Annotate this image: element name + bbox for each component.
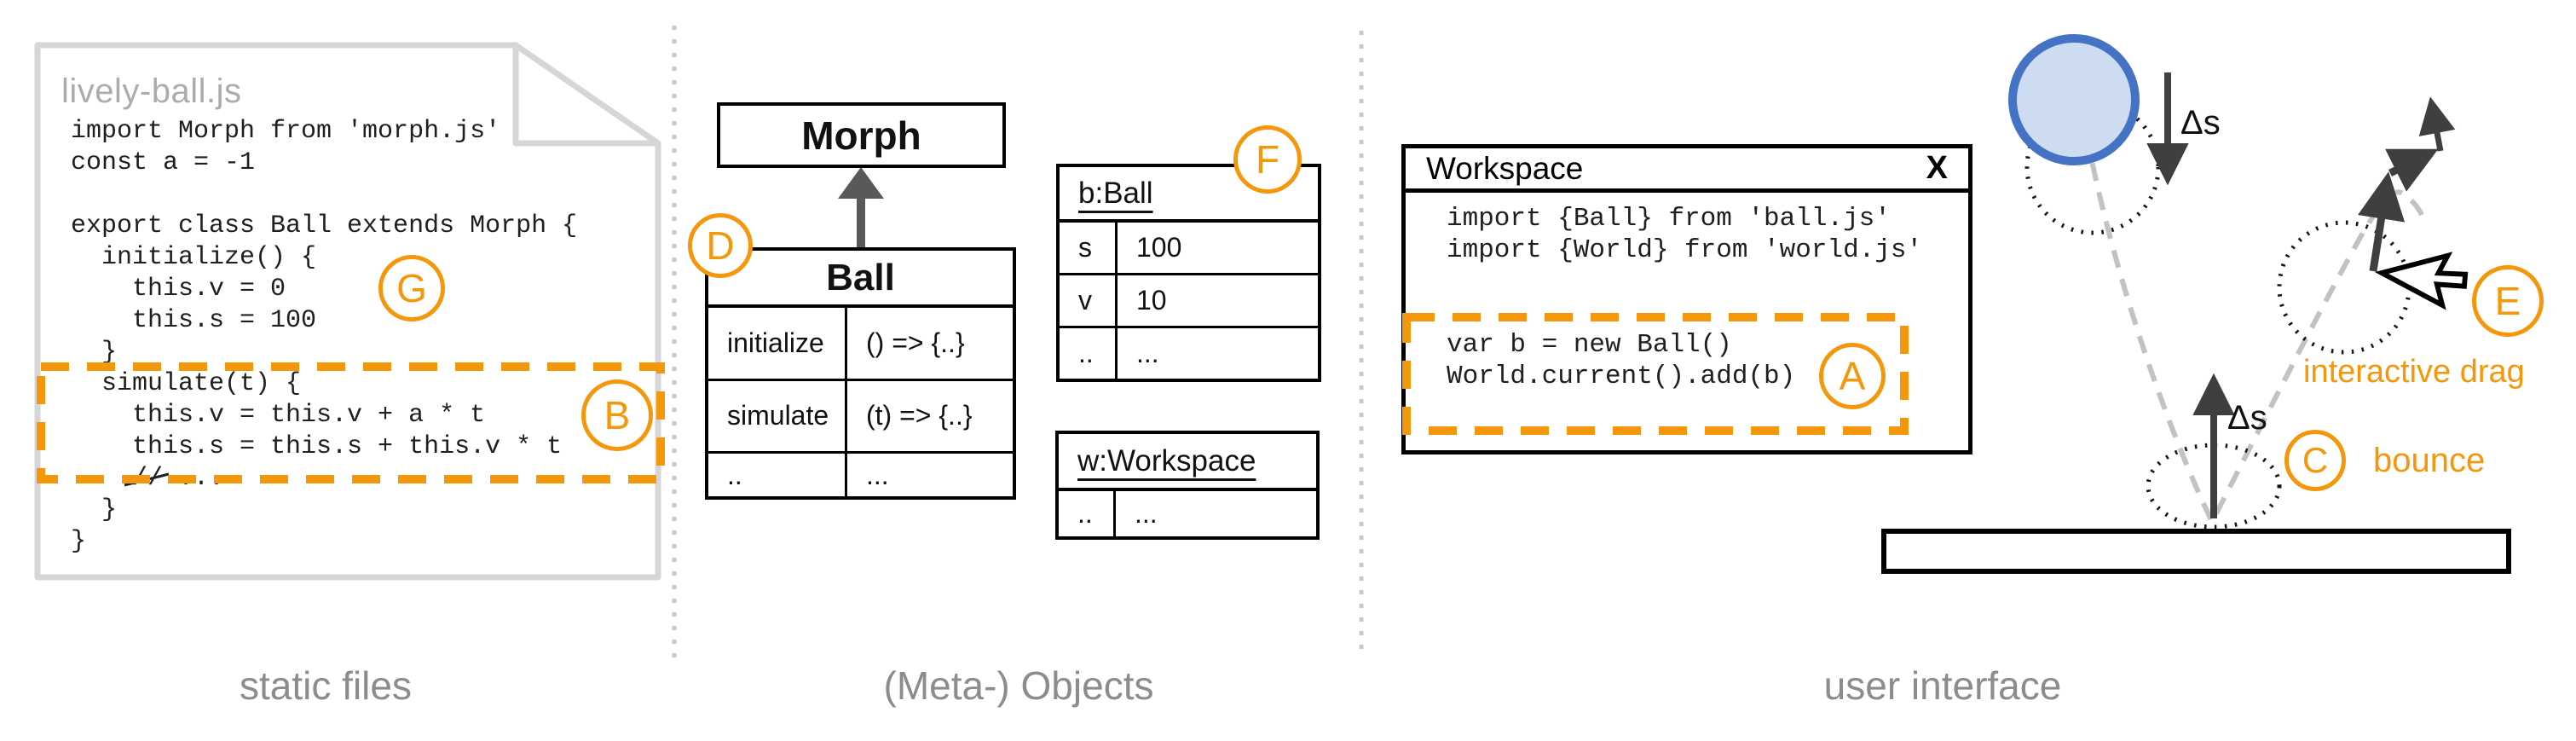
drag-ghost-circle <box>2277 220 2411 355</box>
section-label-meta-objects: (Meta-) Objects <box>883 663 1154 708</box>
badge-a: A <box>1819 343 1886 409</box>
mouse-cursor-icon <box>2374 252 2469 310</box>
table-row: ..... <box>1059 491 1316 536</box>
workspace-titlebar[interactable]: Workspace X <box>1406 148 1968 193</box>
table-cell-value: 10 <box>1136 285 1167 316</box>
document-fold-corner-icon <box>512 45 658 147</box>
table-cell-value: ... <box>1136 338 1159 368</box>
badge-g: G <box>378 255 445 321</box>
delta-s-label-fall: Δs <box>2180 104 2221 142</box>
drag-zigzag-arrow-1-icon <box>2358 171 2406 272</box>
badge-f: F <box>1233 125 1302 194</box>
table-row: initialize () => {..} <box>708 308 1013 381</box>
table-row: v 10 <box>1060 275 1318 328</box>
table-cell-value: () => {..} <box>866 327 965 358</box>
ball-class-title: Ball <box>708 251 1013 308</box>
file-code: import Morph from 'morph.js' const a = -… <box>71 117 578 556</box>
table-cell-key: v <box>1060 275 1118 326</box>
table-cell-key: .. <box>1060 328 1118 379</box>
table-cell-key: simulate <box>708 380 847 451</box>
workspace-instance-title: w:Workspace <box>1059 434 1316 491</box>
table-cell-value: ... <box>1135 498 1158 529</box>
table-row: s 100 <box>1060 223 1318 275</box>
workspace-instance-table: w:Workspace ..... <box>1055 431 1320 540</box>
workspace-instance-rows: ..... <box>1059 491 1316 536</box>
drag-zigzag-arrow-2-icon <box>2385 148 2439 192</box>
ball-instance-rows: s 100 v 10..... <box>1060 223 1318 379</box>
ball-instance-table: b:Ball s 100 v 10..... <box>1056 164 1321 382</box>
table-cell-key: initialize <box>708 308 847 379</box>
ball-instance-title: b:Ball <box>1060 167 1318 223</box>
table-row: ..... <box>708 454 1013 496</box>
workspace-window[interactable]: Workspace X import {Ball} from 'ball.js'… <box>1401 144 1972 454</box>
delta-s-label-bounce: Δs <box>2227 399 2267 437</box>
section-label-user-interface: user interface <box>1823 663 2062 708</box>
morph-class-box: Morph <box>717 102 1006 168</box>
badge-b: B <box>581 379 653 451</box>
file-name: lively-ball.js <box>61 72 242 110</box>
table-cell-value: (t) => {..} <box>866 400 973 431</box>
badge-e: E <box>2472 265 2544 337</box>
drag-zigzag-arrow-3-icon <box>2418 96 2456 152</box>
table-cell-key: s <box>1060 223 1118 273</box>
table-cell-value: ... <box>866 459 889 490</box>
inheritance-arrow-icon <box>838 167 884 247</box>
ball-class-rows: initialize () => {..} simulate (t) => {..}.… <box>708 308 1013 496</box>
table-cell-key: .. <box>708 454 847 496</box>
close-icon[interactable]: X <box>1926 150 1948 186</box>
badge-d: D <box>688 213 753 278</box>
bounce-ghost-ellipse <box>2146 443 2282 530</box>
table-row: ..... <box>1060 328 1318 379</box>
morph-class-label: Morph <box>801 113 921 158</box>
badge-c: C <box>2284 430 2346 491</box>
ball-morph[interactable] <box>2008 34 2140 165</box>
section-label-static-files: static files <box>240 663 412 708</box>
workspace-code[interactable]: import {Ball} from 'ball.js' import {Wor… <box>1447 204 1923 391</box>
ground-rect <box>1881 529 2511 574</box>
interactive-drag-label: interactive drag <box>2303 354 2525 390</box>
workspace-title: Workspace <box>1426 150 1584 186</box>
ball-class-table: Ball initialize () => {..} simulate (t) => … <box>705 247 1016 500</box>
bounce-label: bounce <box>2373 442 2486 479</box>
table-row: simulate (t) => {..} <box>708 380 1013 454</box>
table-cell-value: 100 <box>1136 232 1182 263</box>
table-cell-key: .. <box>1059 491 1116 536</box>
